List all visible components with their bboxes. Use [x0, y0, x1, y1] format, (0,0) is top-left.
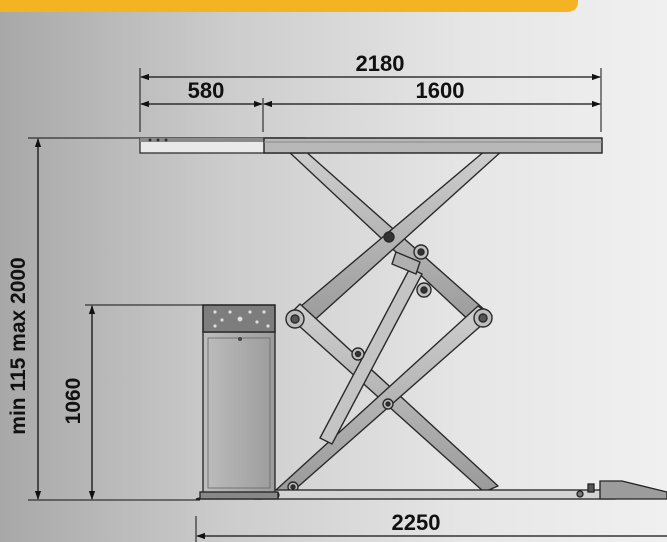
dimension-580: 580 — [140, 78, 264, 132]
dimension-2180: 2180 — [139, 51, 602, 132]
label-2250: 2250 — [392, 510, 441, 535]
dimension-2250: 2250 — [195, 510, 667, 542]
label-1060: 1060 — [62, 378, 85, 425]
console-foot — [199, 491, 279, 500]
control-console — [199, 304, 279, 500]
label-2180: 2180 — [356, 51, 405, 76]
dimension-1600: 1600 — [263, 78, 601, 108]
base-beam — [254, 489, 616, 500]
label-height-range: min 115 max 2000 — [7, 257, 30, 434]
top-banner — [0, 0, 578, 12]
lift-platform — [139, 137, 603, 154]
console-body — [202, 331, 276, 495]
label-1600: 1600 — [416, 78, 465, 103]
dimension-1060: 1060 — [62, 304, 203, 500]
ramp-right — [599, 480, 667, 500]
hydraulic-cylinder — [319, 267, 423, 445]
scissor-mechanism — [275, 149, 504, 493]
label-580: 580 — [188, 78, 225, 103]
main-platform — [263, 137, 603, 154]
dimension-height: min 115 max 2000 — [7, 137, 200, 501]
